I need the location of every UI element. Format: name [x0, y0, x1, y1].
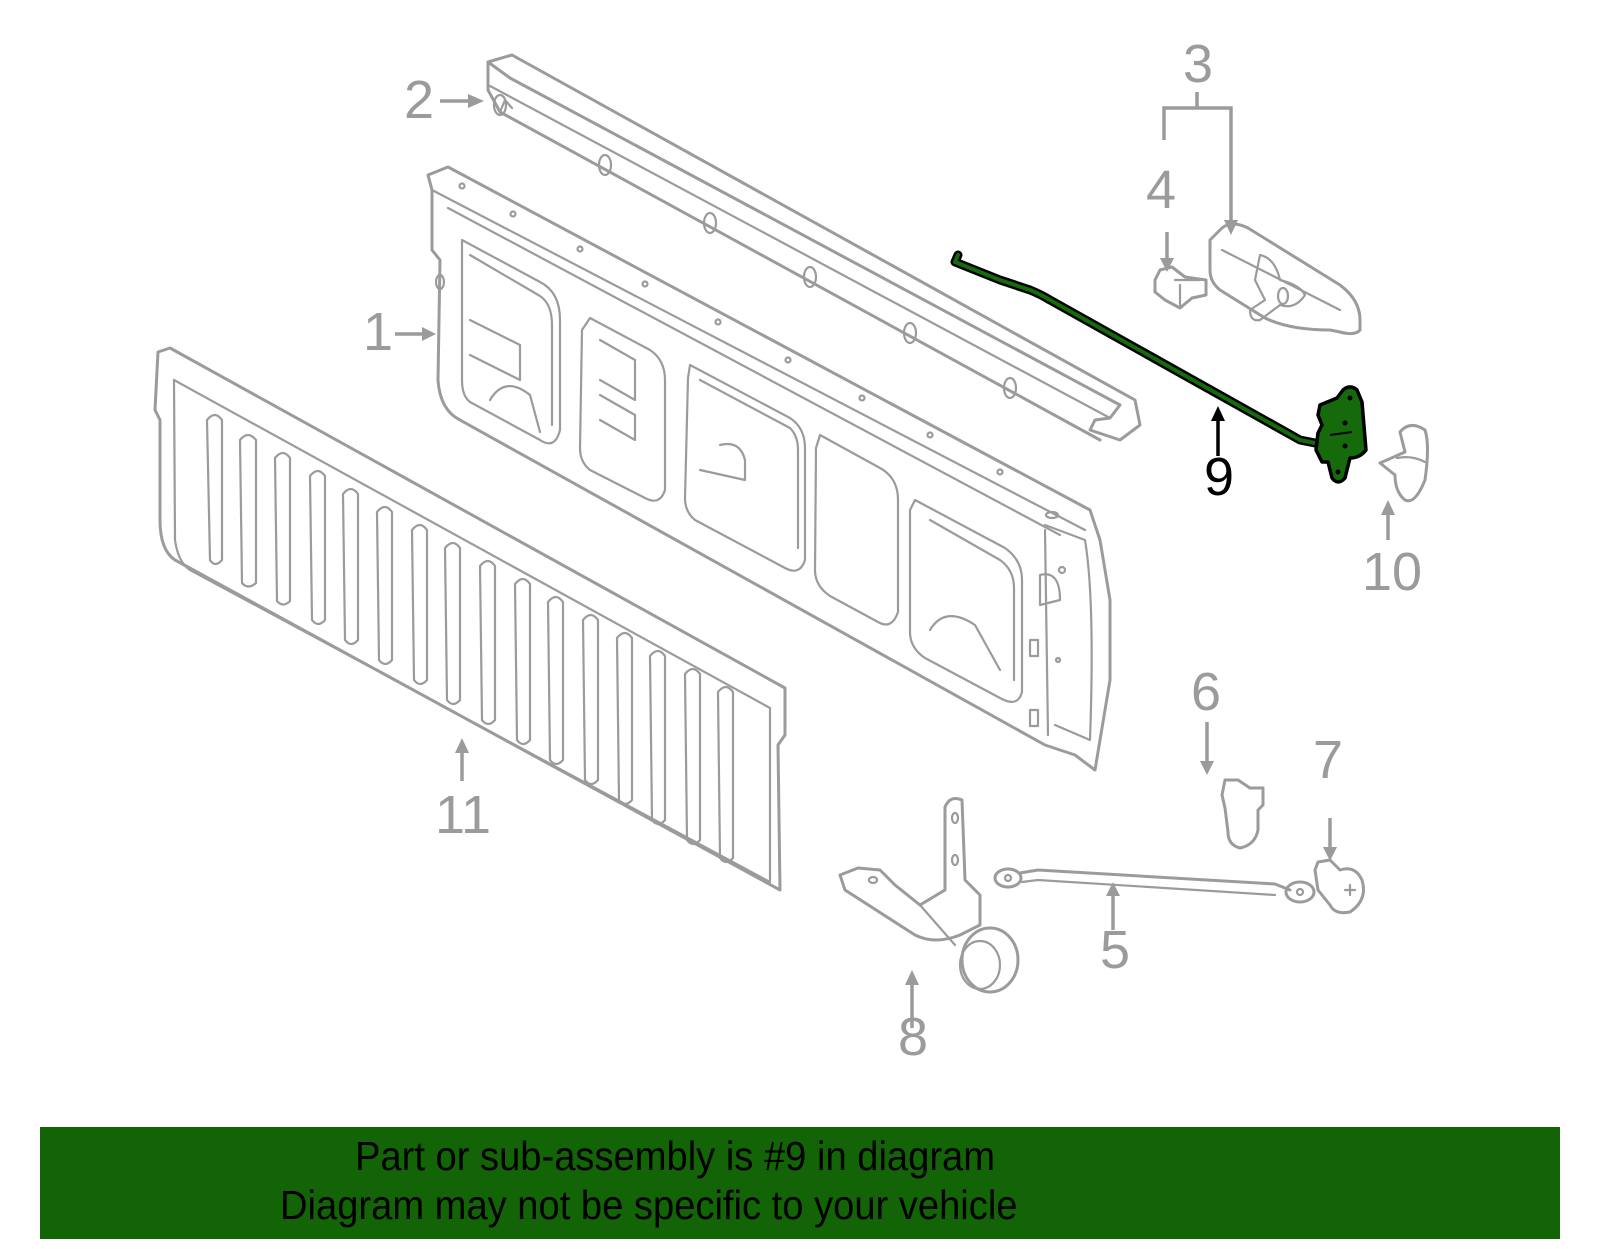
callout-5: 5: [1100, 882, 1130, 980]
callout-1: 1: [363, 302, 436, 362]
svg-text:7: 7: [1313, 730, 1343, 790]
callout-2: 2: [404, 70, 484, 130]
callout-4: 4: [1146, 160, 1176, 272]
part-9-latch-rod[interactable]: [950, 250, 1368, 484]
banner-disclaimer: Diagram may not be specific to your vehi…: [280, 1182, 1018, 1228]
parts-diagram: 1 2 3 4 5 6 7 8 9 10: [153, 34, 1429, 1067]
part-11-outer-skin[interactable]: [153, 346, 787, 892]
callout-10: 10: [1362, 500, 1422, 602]
part-5-cable[interactable]: [993, 867, 1316, 904]
part-4-clip[interactable]: [1153, 265, 1208, 310]
callout-8: 8: [898, 970, 928, 1067]
part-1-inner-panel[interactable]: [426, 165, 1112, 772]
part-8-hinge[interactable]: [838, 797, 1020, 994]
part-10-bushing[interactable]: [1378, 424, 1429, 503]
svg-text:10: 10: [1362, 542, 1422, 602]
part-7-bolt[interactable]: [1313, 858, 1365, 915]
callout-9: 9: [1204, 406, 1234, 507]
svg-text:4: 4: [1146, 160, 1176, 220]
svg-text:3: 3: [1183, 34, 1213, 94]
svg-text:1: 1: [363, 302, 393, 362]
part-3-handle[interactable]: [1208, 222, 1362, 336]
callout-7: 7: [1313, 730, 1343, 861]
part-2-top-rail[interactable]: [486, 53, 1142, 442]
svg-text:6: 6: [1191, 662, 1221, 722]
svg-text:9: 9: [1204, 447, 1234, 507]
callout-6: 6: [1191, 662, 1221, 775]
svg-text:11: 11: [435, 785, 491, 845]
svg-text:2: 2: [404, 70, 434, 130]
svg-text:5: 5: [1100, 920, 1130, 980]
part-6-bracket[interactable]: [1220, 778, 1265, 850]
banner-part-note: Part or sub-assembly is #9 in diagram: [355, 1133, 995, 1179]
info-banner: Part or sub-assembly is #9 in diagram Di…: [40, 1127, 1560, 1239]
callout-11: 11: [435, 738, 491, 845]
callout-3: 3: [1162, 34, 1238, 235]
